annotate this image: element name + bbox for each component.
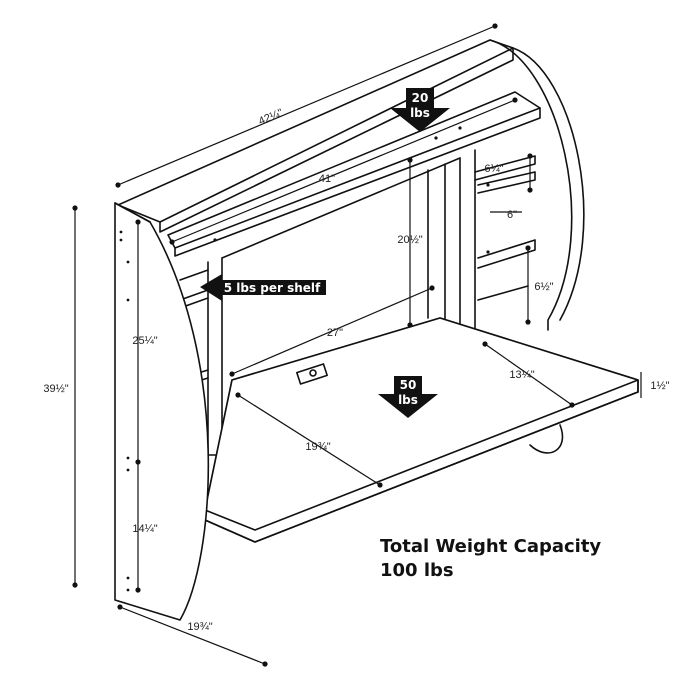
desk-bracket [529, 424, 564, 454]
center-upright [427, 149, 476, 331]
dim-overall-height: 39½" [43, 383, 68, 395]
dim-shelf-top: 6¼" [484, 163, 503, 175]
svg-text:20: 20 [412, 91, 429, 105]
dim-side-upper-height: 25¼" [132, 335, 157, 347]
right-shelf-mid [477, 171, 536, 194]
total-capacity-label: Total Weight Capacity 100 lbs [380, 535, 601, 583]
dim-shelf-right: 6½" [534, 281, 553, 293]
dim-side-lower-height: 14¼" [132, 523, 157, 535]
dim-shelf-mid: 6" [507, 209, 517, 221]
svg-text:5 lbs per shelf: 5 lbs per shelf [224, 281, 321, 295]
dim-compartment-height: 20½" [397, 234, 422, 246]
dim-desk-depth: 19¾" [305, 441, 330, 453]
dim-side-depth: 19¾" [187, 621, 212, 633]
desk-weight-arrow: 50 lbs [378, 376, 438, 418]
svg-text:50: 50 [400, 378, 417, 392]
capacity-value: 100 lbs [380, 560, 454, 581]
left-side-panel [114, 202, 210, 621]
svg-text:lbs: lbs [410, 106, 430, 120]
dim-desk-right-width: 13¼" [509, 369, 534, 381]
dim-desk-thickness: 1½" [650, 380, 669, 392]
capacity-title: Total Weight Capacity [380, 536, 602, 557]
right-shelf-low [477, 239, 536, 269]
top-shelf-weight-arrow: 20 lbs [390, 88, 450, 132]
dim-desk-width: 27" [327, 327, 343, 339]
right-shelf-top [474, 155, 536, 181]
dim-overall-width: 42¼" [257, 107, 285, 128]
side-shelf-weight-arrow: 5 lbs per shelf [200, 274, 326, 301]
svg-text:lbs: lbs [398, 393, 418, 407]
dim-inner-width: 41" [319, 173, 335, 185]
cable-grommet [296, 363, 328, 385]
right-side-panel [489, 39, 573, 331]
back-panel [221, 157, 461, 259]
